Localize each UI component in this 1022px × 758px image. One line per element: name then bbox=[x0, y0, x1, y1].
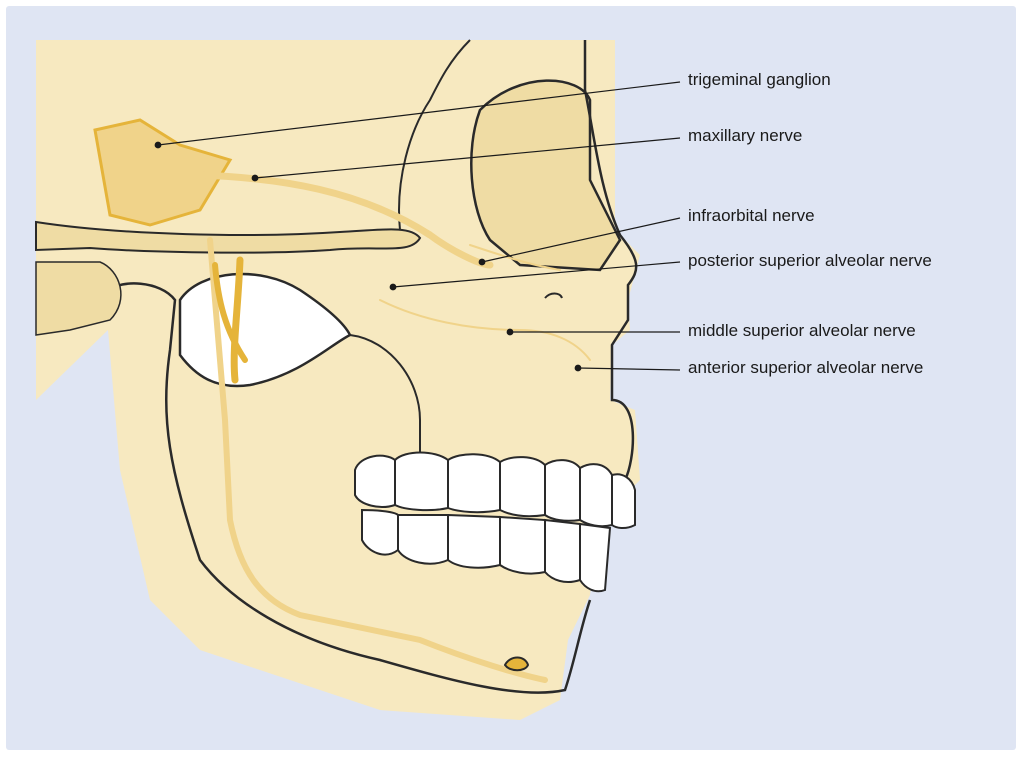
label-posterior-superior-alveolar-nerve: posterior superior alveolar nerve bbox=[688, 251, 932, 271]
label-infraorbital-nerve: infraorbital nerve bbox=[688, 206, 815, 226]
label-maxillary-nerve: maxillary nerve bbox=[688, 126, 802, 146]
label-anterior-superior-alveolar-nerve: anterior superior alveolar nerve bbox=[688, 358, 923, 378]
label-trigeminal-ganglion: trigeminal ganglion bbox=[688, 70, 831, 90]
label-middle-superior-alveolar-nerve: middle superior alveolar nerve bbox=[688, 321, 916, 341]
